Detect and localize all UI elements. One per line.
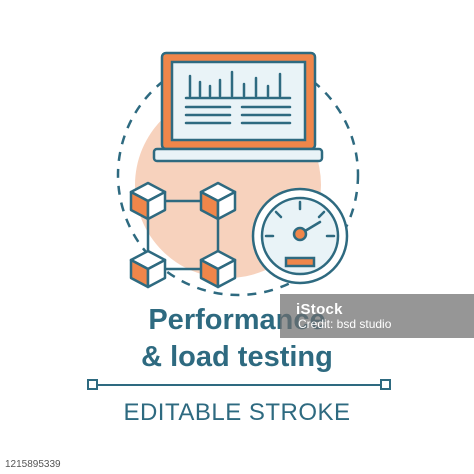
title-line-2: & load testing bbox=[141, 341, 333, 373]
cube-bottom-right bbox=[199, 249, 237, 289]
bar-chart-icon bbox=[184, 70, 292, 125]
watermark: iStock Credit: bsd studio bbox=[296, 302, 391, 332]
divider-line bbox=[87, 379, 391, 390]
watermark-overlay bbox=[280, 294, 474, 338]
cube-bottom-left bbox=[129, 249, 167, 289]
laptop-icon bbox=[152, 51, 324, 163]
speedometer-icon bbox=[251, 187, 349, 285]
cube-top-right bbox=[199, 181, 237, 221]
network-cubes-icon bbox=[129, 181, 237, 289]
subtitle: EDITABLE STROKE bbox=[123, 399, 351, 426]
cube-top-left bbox=[129, 181, 167, 221]
stock-id: 1215895339 bbox=[2, 459, 64, 470]
watermark-credit: Credit: bsd studio bbox=[298, 317, 392, 331]
watermark-brand: iStock bbox=[296, 301, 343, 318]
